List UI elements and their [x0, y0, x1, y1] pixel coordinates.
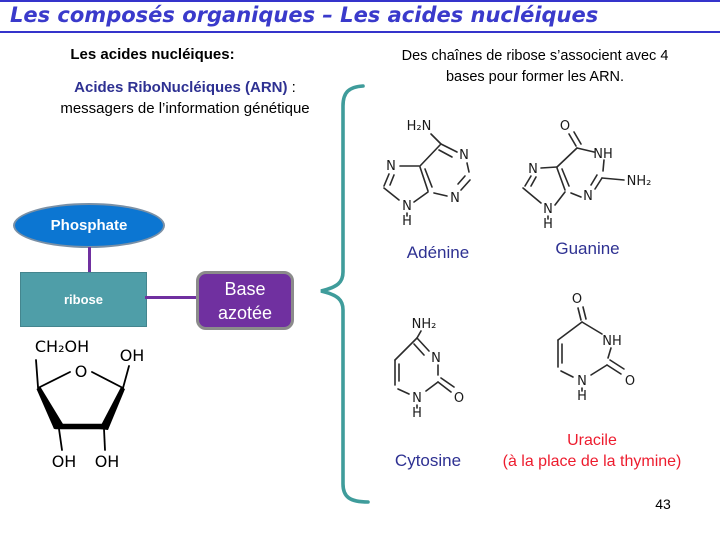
- adenine-label: Adénine: [406, 243, 470, 262]
- uracil-structure: O NH O N H: [557, 292, 635, 404]
- adenine-amine: H₂N: [407, 119, 432, 134]
- guanine-n1h: NH: [593, 147, 613, 162]
- uracil-o2: O: [625, 374, 635, 389]
- caption-line-2: bases pour former les ARN.: [445, 69, 625, 85]
- slide-title: Les composés organiques – Les acides nuc…: [10, 3, 599, 27]
- arn-subtitle: messagers de l’information génétique: [60, 100, 310, 117]
- connector-phosphate-ribose: [88, 247, 91, 273]
- adenine-n3: N: [450, 191, 460, 206]
- adenine-h9: H: [402, 214, 412, 229]
- ribose-rectangle: ribose: [20, 272, 147, 327]
- arn-title: Acides RiboNucléiques (ARN): [74, 79, 288, 96]
- uracil-n1: N: [577, 374, 587, 389]
- caption-line-1: Des chaînes de ribose s’associent avec 4: [401, 48, 669, 64]
- oh-bottom-right-label: OH: [95, 452, 120, 471]
- phosphate-ellipse: Phosphate: [13, 203, 165, 248]
- uracil-name: Uracile: [567, 432, 617, 449]
- adenine-structure: H₂N N N N N H: [383, 119, 471, 229]
- left-heading: Les acides nucléiques:: [70, 46, 235, 63]
- oh-bottom-left-label: OH: [52, 452, 77, 471]
- guanine-label: Guanine: [555, 239, 620, 258]
- cytosine-h1: H: [412, 406, 422, 421]
- right-caption: Des chaînes de ribose s’associent avec 4…: [356, 46, 714, 88]
- uracil-subtitle: (à la place de la thymine): [502, 453, 682, 470]
- cytosine-n3: N: [431, 351, 441, 366]
- ch2oh-label: CH₂OH: [35, 337, 89, 356]
- guanine-n9: N: [543, 202, 553, 217]
- guanine-h9: H: [543, 217, 553, 230]
- adenine-n7: N: [386, 159, 396, 174]
- phosphate-label: Phosphate: [50, 217, 128, 234]
- cytosine-n1: N: [412, 391, 422, 406]
- uracil-label: Uracile (à la place de la thymine): [492, 430, 692, 472]
- curly-brace: [320, 84, 370, 504]
- ribose-structure-drawing: CH₂OH O OH OH OH: [35, 337, 145, 471]
- guanine-n3: N: [583, 189, 593, 204]
- uracil-h1: H: [577, 389, 587, 404]
- adenine-n1: N: [459, 148, 469, 163]
- guanine-structure: O NH NH₂ N N N H: [522, 119, 652, 230]
- page-number: 43: [655, 496, 671, 512]
- cytosine-amine: NH₂: [412, 317, 437, 332]
- base-label-line1: Base: [224, 278, 266, 299]
- connector-ribose-base: [145, 296, 196, 299]
- cytosine-label: Cytosine: [394, 451, 462, 470]
- adenine-n9: N: [402, 199, 412, 214]
- guanine-o6: O: [560, 119, 570, 134]
- guanine-amine: NH₂: [627, 174, 652, 189]
- oh-right-label: OH: [120, 346, 145, 365]
- guanine-n7: N: [528, 162, 538, 177]
- top-border-line: [0, 0, 720, 2]
- arn-colon: :: [287, 79, 296, 96]
- cytosine-structure: NH₂ N O N H: [394, 317, 464, 421]
- arn-paragraph: Acides RiboNucléiques (ARN) : messagers …: [15, 77, 355, 119]
- cytosine-o2: O: [454, 391, 464, 406]
- base-azotee-box: Base azotée: [196, 271, 294, 330]
- wedge-bond-right: [99, 387, 125, 430]
- title-underline: [0, 31, 720, 33]
- wedge-bond-left: [36, 387, 63, 429]
- ring-oxygen-label: O: [75, 362, 88, 381]
- base-label-line2: azotée: [217, 302, 273, 323]
- uracil-o4: O: [572, 292, 582, 307]
- uracil-n3h: NH: [602, 334, 622, 349]
- ribose-label: ribose: [63, 292, 103, 307]
